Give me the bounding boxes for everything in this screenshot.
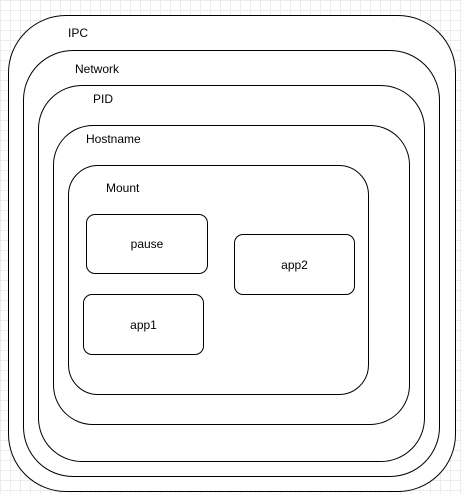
pause-container-box[interactable]: pause: [86, 214, 208, 274]
mount-namespace-label: Mount: [106, 181, 140, 195]
network-namespace-label: Network: [75, 62, 120, 76]
pause-container-label: pause: [130, 237, 164, 251]
hostname-namespace-label: Hostname: [86, 132, 141, 146]
ipc-namespace-label: IPC: [68, 26, 89, 40]
pid-namespace-label: PID: [93, 92, 114, 106]
app1-container-box[interactable]: app1: [83, 294, 204, 355]
app2-container-box[interactable]: app2: [234, 234, 355, 295]
app1-container-label: app1: [130, 317, 157, 332]
app2-container-label: app2: [281, 257, 308, 272]
